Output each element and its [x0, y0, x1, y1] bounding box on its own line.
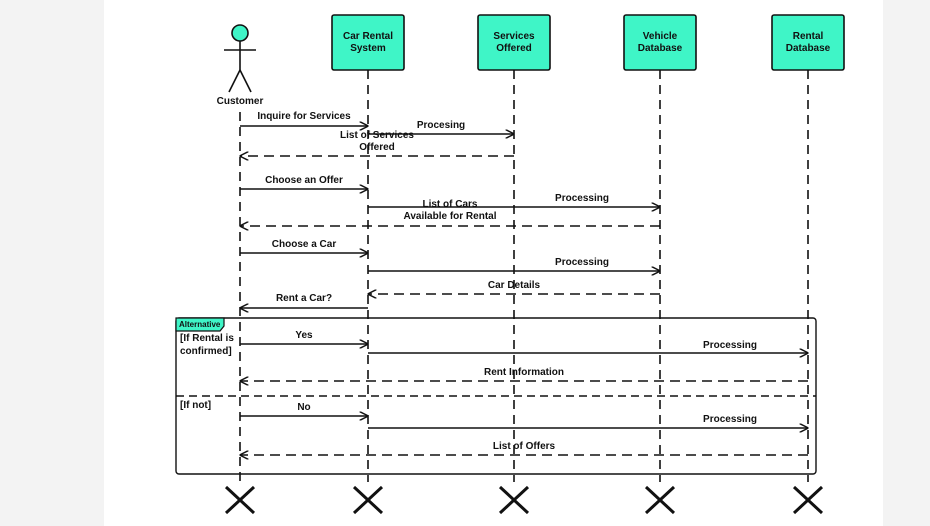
participant-label: Vehicle	[643, 31, 678, 42]
actor-leg-left-icon	[228, 69, 241, 93]
alt-guard-label: [If Rental is	[180, 333, 234, 344]
message-label: List of Services	[340, 130, 414, 141]
participant-label: System	[350, 43, 386, 54]
participant-label: Database	[638, 43, 683, 54]
message-label: Car Details	[488, 280, 541, 291]
message-label: Processing	[555, 257, 609, 268]
alt-guard-label: [If not]	[180, 400, 211, 411]
message-label: Rent a Car?	[276, 293, 332, 304]
actor-label: Customer	[217, 96, 264, 107]
message-label: Processing	[703, 340, 757, 351]
alt-guard-label: confirmed]	[180, 346, 232, 357]
message-label: Choose an Offer	[265, 175, 343, 186]
participant-label: Services	[493, 31, 535, 42]
destruction-x-icon	[498, 485, 530, 515]
message-label: No	[297, 402, 310, 413]
message-label: List of Cars	[422, 199, 477, 210]
alt-fragment-tag-box	[175, 317, 225, 332]
message-label: List of Offers	[493, 441, 556, 452]
message-label: Yes	[295, 330, 313, 341]
message-label: Available for Rental	[404, 211, 497, 222]
actor-head-icon	[231, 24, 249, 42]
participant-label: Rental	[793, 31, 824, 42]
alt-fragment-tag: Alternative	[179, 320, 221, 329]
destruction-x-icon	[792, 485, 824, 515]
message-label: Offered	[359, 142, 395, 153]
destruction-x-icon	[352, 485, 384, 515]
participant-label: Car Rental	[343, 31, 393, 42]
message-label: Processing	[703, 414, 757, 425]
message-label: Procesing	[417, 120, 465, 131]
actor-leg-right-icon	[239, 69, 252, 93]
message-label: Rent Information	[484, 367, 564, 378]
message-label: Processing	[555, 193, 609, 204]
participant-label: Offered	[496, 43, 532, 54]
destruction-x-icon	[644, 485, 676, 515]
participant-label: Database	[786, 43, 831, 54]
message-label: Choose a Car	[272, 239, 337, 250]
message-label: Inquire for Services	[257, 111, 351, 122]
destruction-x-icon	[224, 485, 256, 515]
